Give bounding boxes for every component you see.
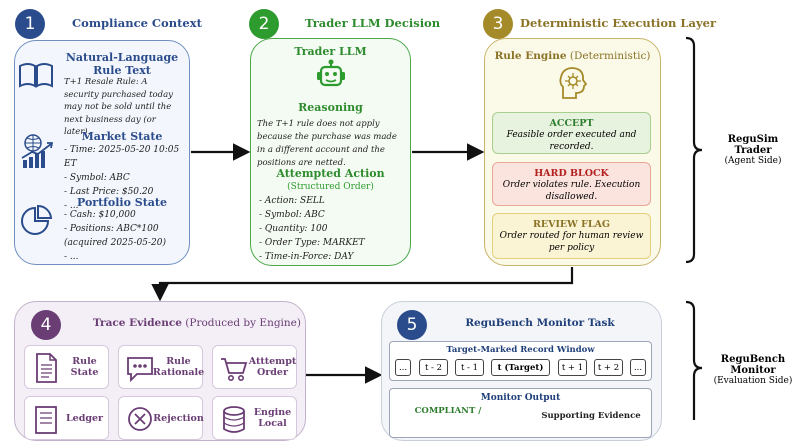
action-item: - Time-in-Force: DAY [259, 252, 354, 262]
reject-icon [128, 407, 152, 431]
book-icon [18, 62, 54, 90]
monitor-output-label: COMPLIANT / [414, 406, 482, 416]
flow-arrows [151, 143, 574, 384]
step-5-badge: 5 [397, 310, 427, 340]
portfolio-state-item: - Positions: ABC*100 (acquired 2025-05-2… [64, 224, 167, 248]
pie-chart-icon [20, 204, 54, 238]
trace-evidence-title: Trace Evidence [93, 317, 182, 329]
record-token-target: t (Target) [491, 359, 550, 376]
record-token: t + 2 [594, 359, 623, 376]
robot-icon [316, 59, 346, 93]
monitor-task-title: ReguBench Monitor Task [465, 317, 615, 329]
review-flag-outcome: REVIEW FLAG Order routed for human revie… [492, 213, 651, 259]
evidence-ledger: Ledger [24, 396, 109, 440]
attempted-action-title: Attempted Action [276, 167, 385, 180]
side-brackets [685, 36, 703, 420]
accept-title: ACCEPT [549, 118, 594, 129]
market-state-item: - Last Price: $50.20 [64, 187, 154, 197]
step-1-title: Compliance Context [72, 16, 202, 30]
step-4-badge: 4 [31, 310, 61, 340]
market-state-item: - ... [64, 201, 79, 211]
evidence-label: Rule State [70, 356, 99, 378]
trace-evidence-heading: Trace Evidence (Produced by Engine) [93, 317, 301, 329]
review-flag-body: Order routed for human review per policy [499, 231, 644, 253]
portfolio-state-list: - Cash: $10,000 - Positions: ABC*100 (ac… [64, 208, 186, 264]
evidence-label: Ledger [65, 412, 104, 424]
ai-chip-icon [556, 64, 590, 104]
attempted-action-subtitle: (Structured Order) [287, 182, 374, 192]
action-item: - Action: SELL [259, 196, 325, 206]
trace-evidence-sub: (Produced by Engine) [185, 317, 301, 329]
step-2-badge: 2 [249, 9, 279, 39]
market-state-item: - Time: 2025-05-20 10:05 ET [64, 145, 180, 169]
record-window-title: Target-Marked Record Window [446, 345, 595, 355]
trader-llm-panel [250, 38, 411, 266]
record-token: t + 1 [558, 359, 587, 376]
reasoning-body: The T+1 rule does not apply because the … [257, 119, 397, 168]
market-chart-icon [18, 132, 56, 170]
action-item: - Quantity: 100 [259, 224, 328, 234]
ledger-icon [35, 406, 57, 434]
trader-llm-title: Trader LLM [294, 45, 367, 58]
market-state-list: - Time: 2025-05-20 10:05 ET - Symbol: AB… [64, 143, 188, 213]
document-icon [36, 353, 57, 383]
shopping-cart-icon [221, 358, 248, 381]
rule-engine-heading: Rule Engine (Deterministic) [484, 50, 661, 62]
record-token: t - 1 [455, 359, 484, 376]
rule-text-body: T+1 Resale Rule: A security purchased to… [64, 77, 173, 137]
evidence-label: Rule Rationale [152, 356, 205, 378]
side-label-bottom: ReguBench Monitor (Evaluation Side) [708, 354, 798, 386]
reasoning-title: Reasoning [298, 101, 363, 114]
step-2-title: Trader LLM Decision [305, 16, 441, 30]
evidence-label: Atttempt Order [248, 356, 297, 378]
step-3-title: Deterministic Execution Layer [520, 16, 717, 30]
evidence-rule-rationale: Rule Rationale [118, 345, 205, 389]
side-bottom-title2: Monitor [730, 365, 776, 376]
rule-engine-sub: (Deterministic) [569, 50, 651, 62]
evidence-attempt-order: Atttempt Order [212, 345, 297, 389]
accept-body: Feasible order executed and recorded. [506, 130, 637, 152]
side-top-sub: (Agent Side) [724, 156, 782, 166]
side-top-title1: ReguSim [727, 134, 779, 145]
evidence-label: Rejection [153, 412, 204, 424]
evidence-label: Engine Local [253, 407, 292, 429]
attempted-action-list: - Action: SELL - Symbol: ABC - Quantity:… [259, 194, 407, 264]
monitor-output-title: Monitor Output [480, 393, 561, 403]
record-token: ... [630, 359, 646, 376]
accept-outcome: ACCEPT Feasible order executed and recor… [492, 112, 651, 154]
rule-text-title: Natural-Language Rule Text [65, 51, 179, 77]
action-item: - Symbol: ABC [259, 210, 325, 220]
hard-block-outcome: HARD BLOCK Order violates rule. Executio… [492, 162, 651, 206]
step-1-badge: 1 [15, 9, 45, 39]
hard-block-body: Order violates rule. Execution disallowe… [502, 180, 641, 202]
side-bottom-title1: ReguBench [720, 354, 786, 365]
portfolio-state-item: - Cash: $10,000 [64, 210, 136, 220]
market-state-item: - Symbol: ABC [64, 173, 130, 183]
portfolio-state-item: - ... [64, 252, 79, 262]
database-icon [223, 406, 245, 433]
side-bottom-sub: (Evaluation Side) [713, 376, 793, 386]
evidence-rejection: Rejection [118, 396, 204, 440]
side-top-title2: Trader [734, 145, 772, 156]
record-token: t - 2 [419, 359, 448, 376]
rule-engine-title: Rule Engine [494, 50, 567, 62]
record-token: ... [395, 359, 411, 376]
side-label-top: ReguSim Trader (Agent Side) [708, 134, 798, 166]
market-state-title: Market State [81, 130, 163, 143]
hard-block-title: HARD BLOCK [534, 168, 609, 179]
step-3-badge: 3 [483, 9, 513, 39]
evidence-engine-local: Engine Local [212, 396, 297, 440]
speech-bubble-icon [127, 357, 153, 383]
arrow-engine-to-trace [151, 267, 574, 302]
evidence-rule-state: Rule State [24, 345, 109, 389]
monitor-output-evidence: Supporting Evidence [541, 411, 641, 421]
review-flag-title: REVIEW FLAG [532, 219, 611, 230]
action-item: - Order Type: MARKET [259, 238, 365, 248]
portfolio-state-title: Portfolio State [76, 196, 167, 209]
